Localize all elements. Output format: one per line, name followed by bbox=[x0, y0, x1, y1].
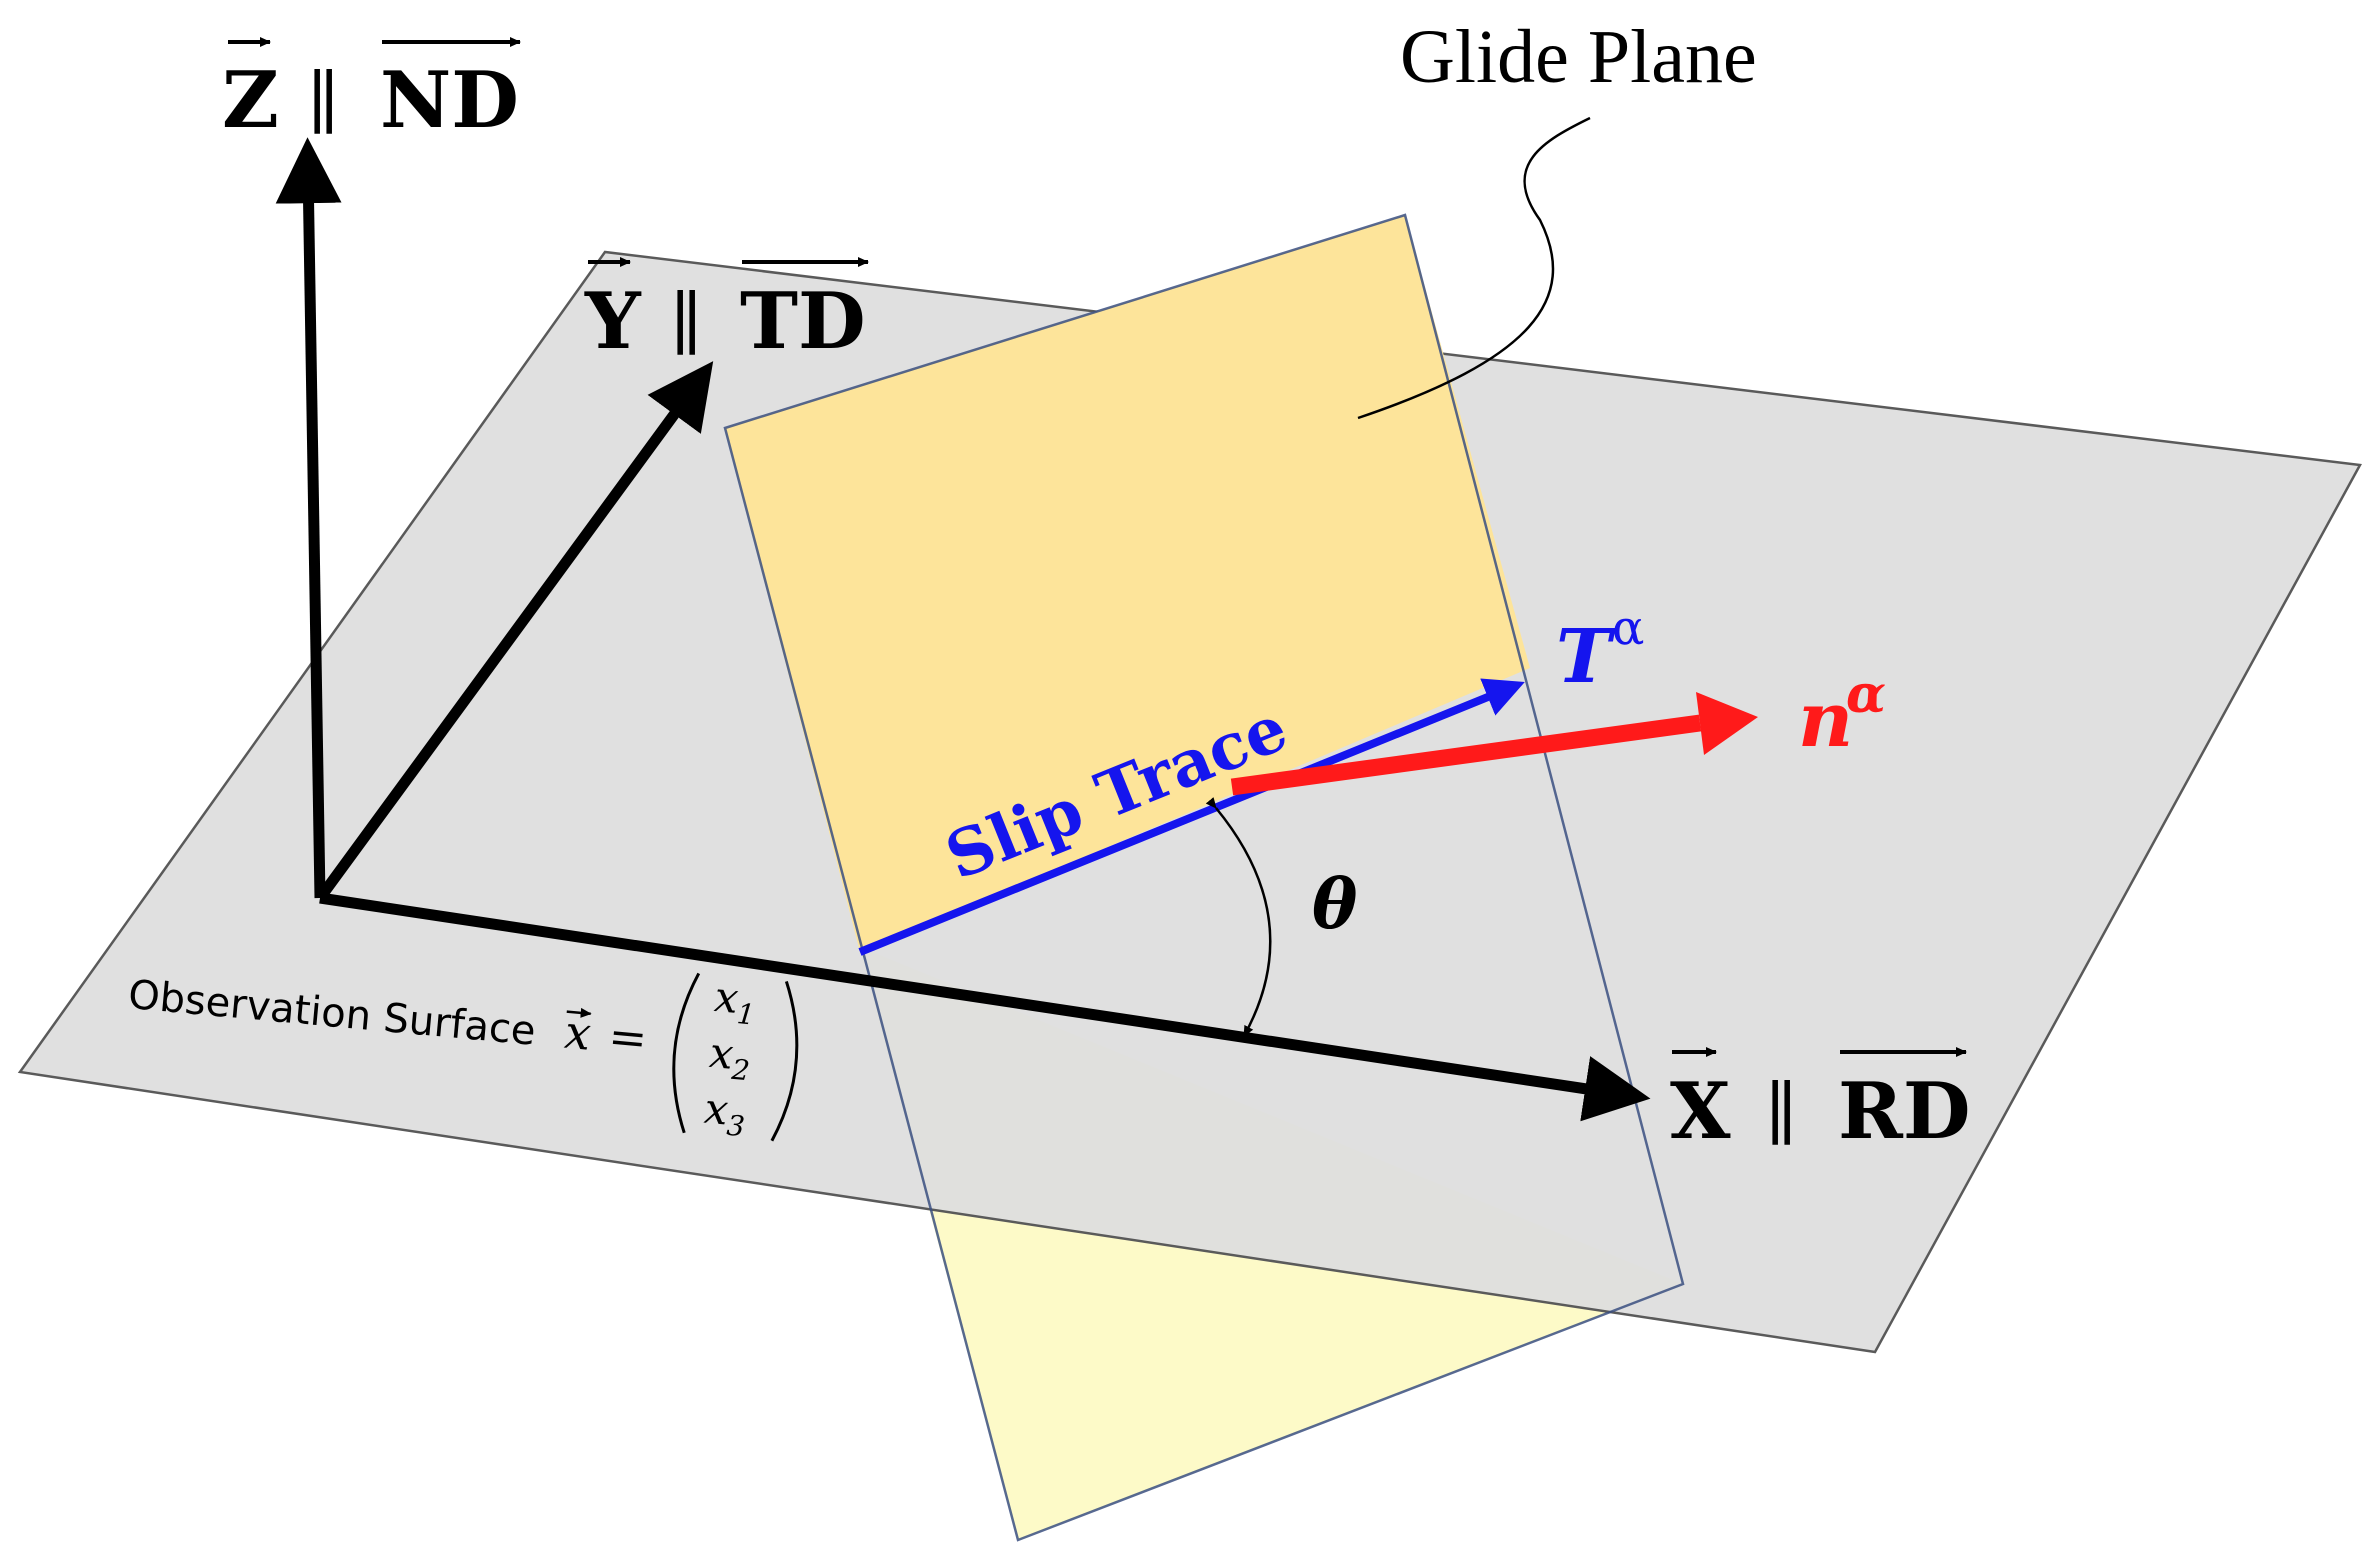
trace-vector-superscript: α bbox=[1612, 600, 1644, 656]
trace-vector-base: T bbox=[1556, 614, 1616, 700]
component-x1: x1 bbox=[712, 972, 758, 1032]
glide-plane-label: Glide Plane bbox=[1400, 15, 1757, 99]
normal-vector-arrowhead bbox=[1696, 692, 1758, 755]
component-x3: x3 bbox=[702, 1084, 748, 1144]
y-axis-separator: ∥ bbox=[670, 283, 702, 365]
slip-trace-line bbox=[858, 678, 1525, 956]
y-axis-arrow bbox=[315, 361, 714, 902]
z-axis-label: Z ∥ ND bbox=[222, 37, 521, 146]
glide-plane-leader-line bbox=[1357, 116, 1591, 420]
trace-vector-label: T α bbox=[1556, 600, 1644, 700]
z-axis-symbol: Z bbox=[222, 55, 279, 146]
matrix-left-bracket bbox=[672, 972, 701, 1134]
normal-vector-base: n bbox=[1798, 675, 1853, 764]
component-x2: x2 bbox=[707, 1028, 753, 1088]
x-axis-arrow bbox=[319, 892, 1651, 1122]
glide-plane-outline bbox=[723, 213, 1685, 1542]
z-axis-arrow bbox=[275, 137, 342, 899]
normal-vector-arrow bbox=[1230, 714, 1702, 796]
normal-vector-label: n α bbox=[1798, 664, 1886, 764]
y-axis-label: Y ∥ TD bbox=[584, 257, 869, 367]
angle-theta-label: θ bbox=[1312, 865, 1358, 945]
y-axis-name: TD bbox=[740, 276, 866, 367]
glide-plane-upper bbox=[725, 215, 1530, 952]
x-axis-symbol: X bbox=[1670, 1066, 1731, 1157]
x-axis-label: X ∥ RD bbox=[1670, 1047, 1970, 1157]
z-axis-name: ND bbox=[380, 55, 519, 146]
normal-vector-superscript: α bbox=[1846, 664, 1886, 725]
x-axis-name: RD bbox=[1838, 1066, 1970, 1157]
angle-arc bbox=[1205, 797, 1272, 1037]
y-axis-symbol: Y bbox=[584, 276, 642, 367]
matrix-right-bracket bbox=[770, 980, 799, 1142]
equals-sign: = bbox=[606, 1009, 649, 1066]
x-axis-separator: ∥ bbox=[1765, 1073, 1797, 1155]
z-axis-separator: ∥ bbox=[307, 62, 339, 144]
